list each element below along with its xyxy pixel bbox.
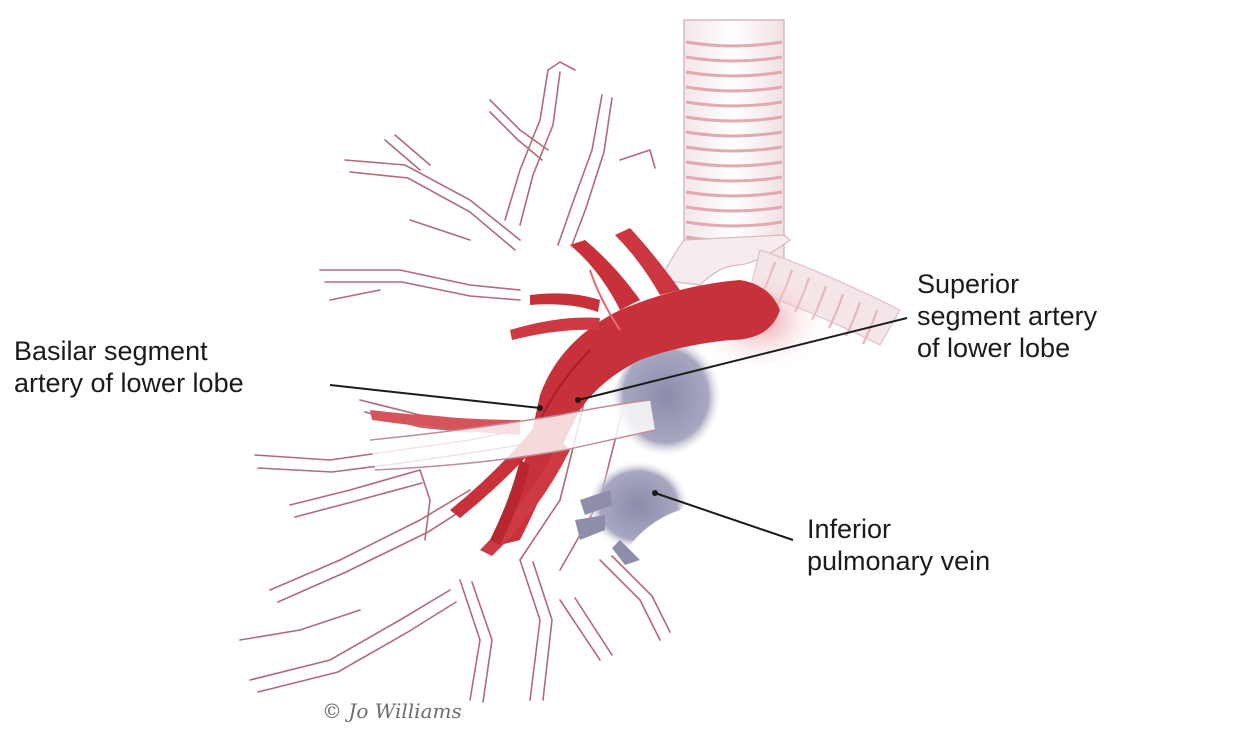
vein-leader <box>655 493 793 540</box>
vein-label-line2: pulmonary vein <box>807 545 990 577</box>
vein-label-line1: Inferior <box>807 513 990 545</box>
basilar-leader <box>330 385 540 408</box>
basilar-label-line1: Basilar segment <box>14 335 244 367</box>
basilar-segment-label: Basilar segment artery of lower lobe <box>14 335 244 399</box>
superior-label-line1: Superior <box>917 268 1097 300</box>
superior-segment-label: Superior segment artery of lower lobe <box>917 268 1097 364</box>
inferior-vein-label: Inferior pulmonary vein <box>807 513 990 577</box>
artist-signature: © Jo Williams <box>322 699 462 723</box>
superior-label-line2: segment artery <box>917 300 1097 332</box>
superior-label-line3: of lower lobe <box>917 332 1097 364</box>
signature-text: © Jo Williams <box>322 699 462 723</box>
basilar-label-line2: artery of lower lobe <box>14 367 244 399</box>
